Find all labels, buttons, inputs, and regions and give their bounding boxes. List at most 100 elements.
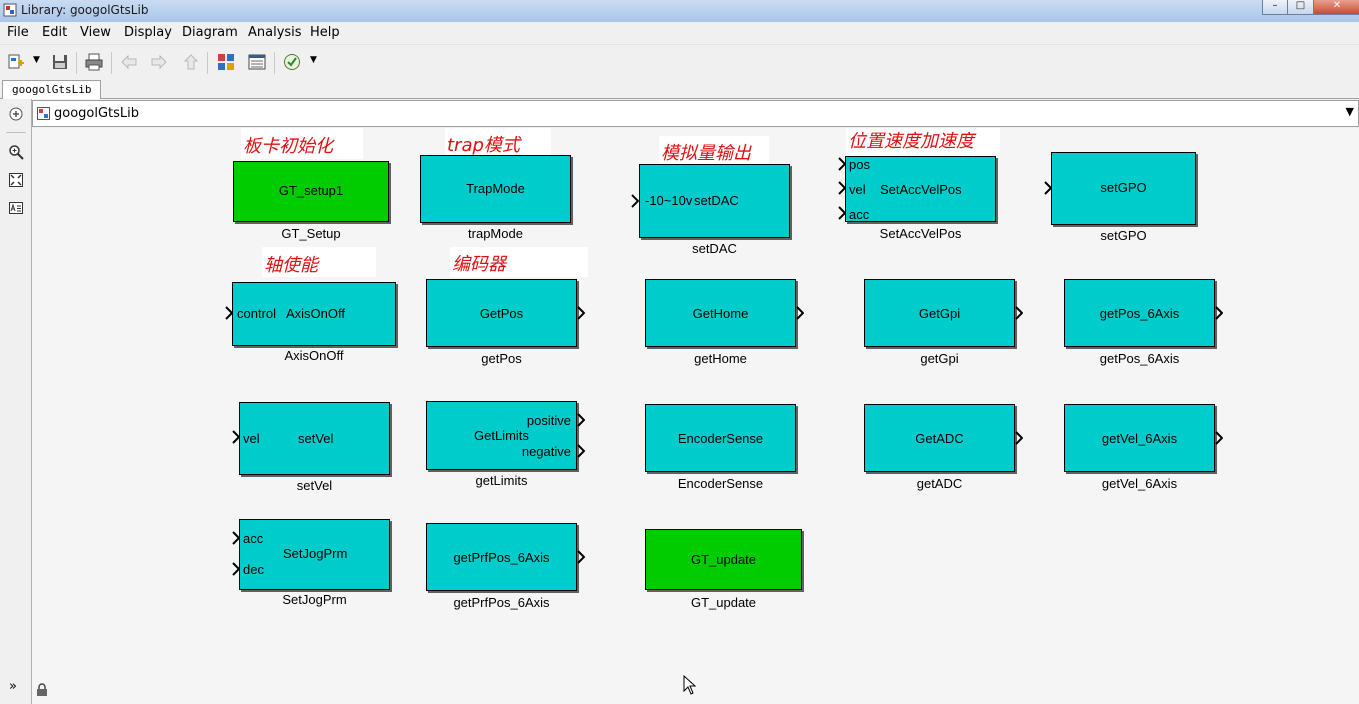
output-port-arrow-icon[interactable] (577, 306, 585, 320)
print-icon[interactable] (85, 53, 103, 71)
input-port-arrow-icon[interactable] (1044, 181, 1052, 195)
input-port-arrow-icon[interactable] (232, 562, 240, 576)
menu-diagram[interactable]: Diagram (182, 25, 238, 40)
model-advisor-check-icon[interactable] (283, 53, 301, 71)
forward-arrow-icon[interactable] (150, 53, 168, 71)
new-model-icon[interactable] (7, 53, 25, 71)
block-get-limits[interactable]: positive GetLimits negative (426, 401, 577, 470)
block-label[interactable]: GT_Setup (281, 226, 341, 241)
block-get-vel-6axis[interactable]: getVel_6Axis (1064, 404, 1215, 472)
output-port-arrow-icon[interactable] (1215, 306, 1223, 320)
block-label[interactable]: setGPO (1100, 228, 1147, 243)
address-dropdown-arrow-icon[interactable]: ▼ (1345, 105, 1354, 118)
block-inner-name: SetAccVelPos (880, 182, 962, 197)
block-label[interactable]: trapMode (468, 226, 523, 241)
back-arrow-icon[interactable] (120, 53, 138, 71)
model-explorer-icon[interactable] (248, 53, 266, 71)
annotation-encoder[interactable]: 编码器 (450, 247, 588, 277)
fit-to-view-icon[interactable] (8, 172, 24, 188)
block-label[interactable]: SetAccVelPos (879, 226, 962, 241)
block-get-pos[interactable]: GetPos (426, 279, 577, 347)
block-label[interactable]: getVel_6Axis (1101, 476, 1178, 491)
block-label[interactable]: EncoderSense (677, 476, 764, 491)
output-port-arrow-icon[interactable] (1015, 431, 1023, 445)
annotation-analog-output[interactable]: 模拟量输出 (659, 136, 769, 164)
menu-help[interactable]: Help (310, 25, 340, 40)
block-get-gpi[interactable]: GetGpi (864, 279, 1015, 347)
advisor-dropdown-arrow-icon[interactable]: ▼ (310, 55, 317, 65)
port-label-input: -10~10v (645, 193, 693, 208)
input-port-arrow-icon[interactable] (232, 430, 240, 444)
block-label[interactable]: getPos (481, 351, 522, 366)
block-label[interactable]: SetJogPrm (282, 592, 347, 607)
annotation-axis-enable[interactable]: 轴使能 (262, 247, 376, 277)
block-encoder-sense[interactable]: EncoderSense (645, 404, 796, 472)
port-label-acc: acc (243, 531, 264, 546)
output-port-arrow-icon[interactable] (577, 550, 585, 564)
minimize-button[interactable]: – (1262, 0, 1288, 15)
new-dropdown-arrow-icon[interactable]: ▼ (33, 55, 40, 65)
maximize-button[interactable]: □ (1287, 0, 1314, 15)
library-browser-icon[interactable] (217, 53, 235, 71)
block-gt-update[interactable]: GT_update (645, 529, 802, 590)
save-icon[interactable] (51, 53, 69, 71)
palette-separator (6, 132, 26, 133)
annotation-pos-vel-acc[interactable]: 位置速度加速度 (846, 128, 1000, 158)
input-port-arrow-icon[interactable] (225, 306, 233, 320)
block-label[interactable]: getADC (916, 476, 963, 491)
block-label[interactable]: getLimits (475, 473, 528, 488)
block-get-prf-pos-6axis[interactable]: getPrfPos_6Axis (426, 523, 577, 591)
annotation-tool-icon[interactable] (8, 200, 24, 216)
annotation-board-init[interactable]: 板卡初始化 (241, 128, 363, 159)
expand-palette-icon[interactable]: » (9, 679, 17, 694)
port-label-vel: vel (243, 431, 260, 446)
output-port-arrow-icon[interactable] (1215, 431, 1223, 445)
block-label[interactable]: getGpi (920, 351, 959, 366)
up-arrow-icon[interactable] (182, 53, 200, 71)
block-inner-name: setGPO (1100, 180, 1147, 195)
menu-analysis[interactable]: Analysis (248, 25, 302, 40)
block-trap-mode[interactable]: TrapMode (420, 155, 571, 223)
block-inner-name: GetADC (915, 431, 964, 446)
menu-file[interactable]: File (7, 25, 29, 40)
block-label[interactable]: getPrfPos_6Axis (453, 595, 550, 610)
menu-display[interactable]: Display (124, 25, 172, 40)
block-label[interactable]: getPos_6Axis (1099, 351, 1180, 366)
block-get-pos-6axis[interactable]: getPos_6Axis (1064, 279, 1215, 347)
block-inner-name: TrapMode (466, 181, 525, 196)
annotation-trap-mode[interactable]: trap模式 (445, 128, 551, 156)
model-canvas[interactable]: 板卡初始化 trap模式 模拟量输出 位置速度加速度 轴使能 编码器 GT_se… (32, 128, 1359, 704)
output-port-arrow-icon[interactable] (1015, 306, 1023, 320)
address-bar[interactable]: googolGtsLib ▼ (32, 100, 1359, 127)
block-label[interactable]: setVel (296, 478, 333, 493)
menu-edit[interactable]: Edit (42, 25, 68, 40)
input-port-arrow-icon[interactable] (631, 194, 639, 208)
block-set-vel[interactable]: vel setVel (239, 402, 390, 475)
block-label[interactable]: getHome (694, 351, 747, 366)
address-path: googolGtsLib (54, 106, 140, 121)
input-port-arrow-icon[interactable] (838, 157, 846, 171)
block-get-adc[interactable]: GetADC (864, 404, 1015, 472)
block-axis-on-off[interactable]: control AxisOnOff (232, 282, 396, 346)
hide-show-explorer-icon[interactable] (8, 106, 24, 122)
tab-googolgtslib[interactable]: googolGtsLib (2, 80, 102, 99)
menu-view[interactable]: View (80, 25, 111, 40)
input-port-arrow-icon[interactable] (232, 531, 240, 545)
input-port-arrow-icon[interactable] (838, 206, 846, 220)
lock-icon[interactable] (36, 683, 48, 697)
output-port-arrow-icon[interactable] (796, 306, 804, 320)
close-button[interactable]: ✕ (1313, 0, 1359, 15)
block-set-dac[interactable]: -10~10v setDAC (639, 164, 790, 238)
block-get-home[interactable]: GetHome (645, 279, 796, 347)
output-port-arrow-icon[interactable] (577, 444, 585, 458)
block-label[interactable]: GT_update (690, 595, 757, 610)
zoom-icon[interactable] (8, 144, 24, 160)
input-port-arrow-icon[interactable] (838, 181, 846, 195)
output-port-arrow-icon[interactable] (577, 413, 585, 427)
block-set-gpo[interactable]: setGPO (1051, 152, 1196, 225)
block-label[interactable]: AxisOnOff (284, 348, 344, 363)
block-label[interactable]: setDAC (692, 241, 737, 256)
block-set-acc-vel-pos[interactable]: pos vel acc SetAccVelPos (845, 156, 996, 222)
block-gt-setup[interactable]: GT_setup1 (233, 161, 389, 222)
block-set-jog-prm[interactable]: acc SetJogPrm dec (239, 519, 390, 590)
